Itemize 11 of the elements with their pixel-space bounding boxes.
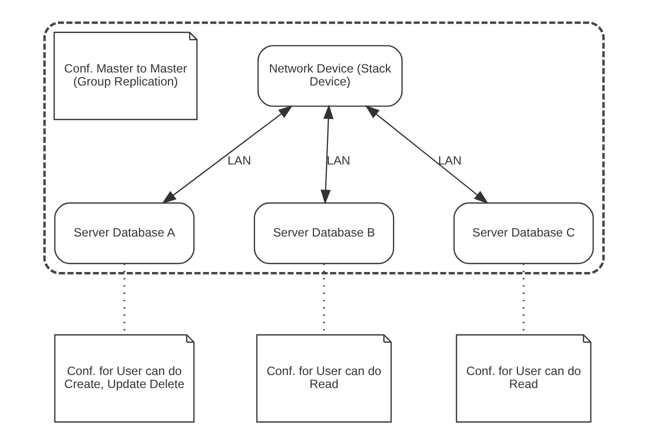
node-box: Server Database B: [254, 202, 394, 264]
arrow: [365, 105, 488, 204]
cluster: [43, 22, 605, 274]
arrow: [162, 105, 293, 204]
node-box: Server Database A: [54, 202, 195, 264]
edge-label: LAN: [438, 153, 462, 168]
node-box: Network Device (Stack Device): [257, 45, 403, 107]
edge-label: LAN: [326, 153, 350, 168]
edge-label: LAN: [228, 153, 252, 168]
arrow: [320, 104, 334, 204]
node-box: Server Database C: [453, 202, 594, 264]
